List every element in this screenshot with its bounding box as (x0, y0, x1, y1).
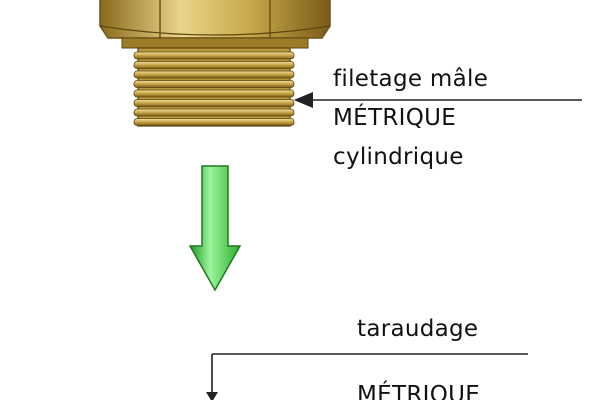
thread-ridge (133, 70, 295, 79)
nut-collar (121, 37, 309, 49)
thread-ridge (133, 61, 295, 69)
top-callout-line2: MÉTRIQUE (333, 105, 457, 131)
male-thread-body (133, 47, 295, 127)
hex-nut-head (99, 0, 331, 39)
thread-ridge (133, 51, 295, 60)
top-callout-line1: filetage mâle (333, 66, 489, 92)
bottom-leader-arrow (206, 353, 528, 400)
top-callout-line3: cylindrique (333, 144, 464, 170)
thread-ridge (133, 118, 295, 126)
thread-ridge (133, 89, 295, 98)
bottom-callout-line1: taraudage (357, 316, 479, 342)
green-down-arrow (188, 165, 242, 292)
thread-ridge (133, 108, 295, 117)
bottom-callout-line2: MÉTRIQUE (357, 382, 481, 400)
thread-ridge (133, 99, 295, 107)
thread-ridge (133, 80, 295, 88)
